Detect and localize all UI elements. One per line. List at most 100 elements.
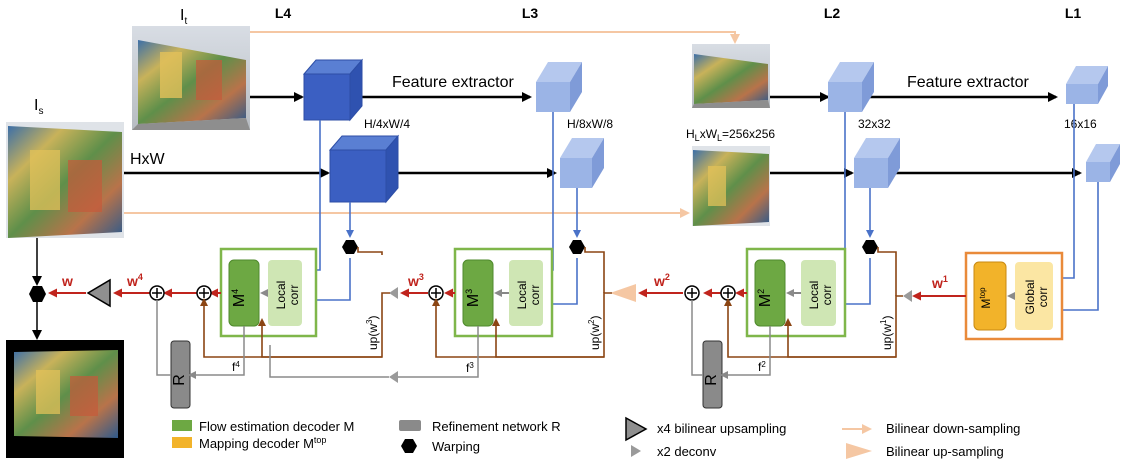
legend-warping-label: Warping bbox=[432, 439, 480, 454]
plus-node-l2-a bbox=[720, 285, 736, 301]
w3-label: w3 bbox=[407, 272, 424, 289]
feature-extractor-label-right: Feature extractor bbox=[907, 74, 1030, 91]
legend-mapping-decoder-label: Mapping decoder Mtop bbox=[199, 435, 326, 451]
legend-flow-decoder-swatch bbox=[172, 420, 192, 431]
up-w3-line-to-warp bbox=[357, 247, 383, 255]
w1-label: w1 bbox=[931, 274, 948, 291]
local-corr-l3: Localcorr bbox=[515, 281, 542, 310]
f4-label: f4 bbox=[232, 360, 240, 374]
r2-to-plus-line bbox=[691, 300, 703, 376]
svg-text:R: R bbox=[703, 374, 720, 386]
up-w2-label: up(w2) bbox=[587, 316, 602, 350]
f3-line bbox=[396, 326, 479, 378]
feature-cube-l1-source bbox=[1086, 144, 1120, 182]
refinement-network-l2: R bbox=[702, 340, 723, 409]
source-image-label: Is bbox=[34, 97, 43, 117]
target-image-l2-top bbox=[692, 44, 770, 108]
mtop-module: Mtop bbox=[978, 287, 993, 309]
legend-x4-upsampling-label: x4 bilinear upsampling bbox=[657, 421, 786, 436]
l3-target-to-corr-line bbox=[541, 112, 554, 274]
up-w2-line-to-m3 bbox=[492, 318, 604, 358]
f3-to-l4-line bbox=[269, 345, 389, 378]
x2-deconv-icon-l1 bbox=[903, 290, 912, 302]
f2-label: f2 bbox=[758, 360, 766, 374]
legend: Flow estimation decoder M Mapping decode… bbox=[172, 416, 1020, 459]
feature-cube-l4-target bbox=[302, 58, 364, 122]
warping-hexagon-final bbox=[29, 286, 46, 302]
warp-l2-to-corr-line bbox=[834, 258, 871, 308]
level-l3-label: L3 bbox=[522, 5, 539, 21]
w4-label: w4 bbox=[126, 272, 143, 289]
refinement-network-l4: R bbox=[170, 340, 191, 409]
feature-cube-l2-source bbox=[854, 138, 900, 188]
l2-target-to-corr-line bbox=[834, 112, 846, 274]
target-image bbox=[132, 26, 250, 130]
warping-hexagon-l3 bbox=[569, 240, 585, 254]
target-image-label: It bbox=[180, 7, 187, 27]
legend-refinement-label: Refinement network R bbox=[432, 419, 561, 434]
global-corr-l1: Globalcorr bbox=[1023, 280, 1050, 315]
plus-node-l2-b bbox=[684, 285, 700, 301]
m4-module: M4 bbox=[230, 289, 248, 307]
legend-flow-decoder-label: Flow estimation decoder M bbox=[199, 419, 354, 434]
legend-warping-icon bbox=[401, 439, 417, 453]
feature-cube-l2-target bbox=[828, 62, 874, 112]
bilinear-downsample-target-arrow bbox=[250, 31, 740, 44]
r4-to-plus-line bbox=[156, 300, 171, 376]
resolution-16-label: 16x16 bbox=[1064, 117, 1097, 131]
resolution-32-label: 32x32 bbox=[858, 117, 891, 131]
legend-mapping-decoder-swatch bbox=[172, 437, 192, 448]
up-w1-label: up(w1) bbox=[879, 316, 894, 350]
m3-module: M3 bbox=[464, 289, 482, 307]
resolution-l4-label: H/4xW/4 bbox=[364, 117, 410, 131]
svg-text:R: R bbox=[171, 374, 188, 386]
x4-bilinear-upsampling-icon bbox=[86, 278, 111, 308]
decoder-block-l2: M2 Localcorr bbox=[745, 247, 847, 338]
level-l1-label: L1 bbox=[1065, 5, 1082, 21]
legend-x4-upsampling-icon bbox=[625, 416, 648, 442]
legend-refinement-swatch bbox=[399, 420, 421, 431]
warping-hexagon-l4 bbox=[342, 240, 358, 254]
up-w3-label: up(w3) bbox=[365, 316, 380, 350]
w-label: w bbox=[61, 273, 73, 289]
feature-cube-l3-source bbox=[560, 138, 604, 188]
source-image bbox=[6, 122, 124, 238]
legend-bilinear-up-label: Bilinear up-sampling bbox=[886, 444, 1004, 459]
level-l4-label: L4 bbox=[275, 5, 292, 21]
up-w3-line-to-m4 bbox=[258, 318, 382, 358]
feature-cube-l4-source bbox=[328, 134, 400, 204]
warped-output-image bbox=[6, 340, 124, 458]
feature-extractor-label-left: Feature extractor bbox=[392, 74, 515, 91]
legend-bilinear-down-label: Bilinear down-sampling bbox=[886, 421, 1020, 436]
f3-deconv-icon bbox=[389, 371, 398, 383]
source-image-l2-bottom bbox=[692, 146, 770, 226]
warping-hexagon-l2 bbox=[862, 240, 878, 254]
feature-cube-l3-target bbox=[536, 62, 582, 112]
up-w1-line-to-m2 bbox=[784, 318, 896, 358]
f4-line bbox=[188, 326, 245, 379]
plus-node-l4-b bbox=[149, 285, 165, 301]
l1-source-to-global-corr-line bbox=[1052, 182, 1099, 314]
resolution-l2-label: HLxWL=256x256 bbox=[686, 127, 775, 143]
local-corr-l2: Localcorr bbox=[807, 281, 834, 310]
decoder-block-l4: M4 Localcorr bbox=[219, 247, 318, 338]
local-corr-l4: Localcorr bbox=[274, 281, 301, 310]
up-w1-line-to-warp bbox=[877, 247, 897, 296]
feature-cube-l1-target bbox=[1066, 66, 1108, 104]
m2-module: M2 bbox=[756, 289, 774, 307]
up-w2-line-to-warp bbox=[584, 247, 605, 293]
legend-x2-deconv-label: x2 deconv bbox=[657, 444, 717, 459]
legend-bilinear-up-icon bbox=[846, 443, 872, 459]
l4-target-to-corr-line bbox=[294, 120, 321, 274]
plus-node-l4-a bbox=[196, 285, 212, 301]
warp-l3-to-corr-line bbox=[541, 258, 578, 308]
legend-x2-deconv-icon bbox=[631, 445, 641, 457]
hxw-label: HxW bbox=[130, 151, 166, 168]
f2-line bbox=[720, 326, 771, 379]
resolution-l3-label: H/8xW/8 bbox=[567, 117, 613, 131]
f3-label: f3 bbox=[466, 361, 474, 375]
x2-deconv-icon-l3 bbox=[389, 287, 398, 299]
level-l2-label: L2 bbox=[824, 5, 841, 21]
w2-label: w2 bbox=[653, 272, 670, 289]
